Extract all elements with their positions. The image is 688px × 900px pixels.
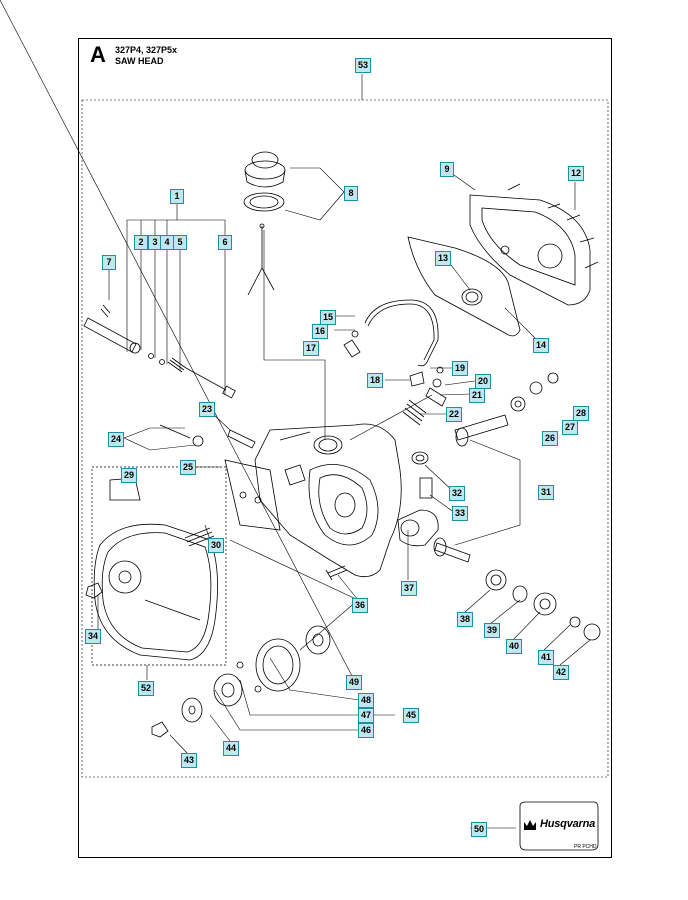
callout-9: 9	[440, 162, 454, 177]
gasket-14	[407, 236, 521, 337]
clamp-37	[397, 477, 439, 547]
bolt-36	[325, 565, 348, 581]
callout-6: 6	[218, 235, 232, 250]
logo-brand-text: Husqvarna	[540, 818, 596, 830]
callout-21: 21	[469, 388, 485, 403]
callout-26: 26	[542, 431, 558, 446]
callout-44: 44	[223, 741, 239, 756]
callout-49: 49	[346, 675, 362, 690]
callout-12: 12	[568, 166, 584, 181]
pulley-parts	[151, 625, 331, 738]
callout-40: 40	[506, 639, 522, 654]
callout-1: 1	[170, 189, 184, 204]
callout-41: 41	[538, 650, 554, 665]
logo-code-text: PR PCHD	[574, 844, 597, 850]
section-letter: A	[90, 42, 106, 67]
callout-53: 53	[355, 58, 371, 73]
models-label: 327P4, 327P5x	[115, 45, 178, 55]
callout-39: 39	[484, 623, 500, 638]
callout-29: 29	[121, 468, 137, 483]
callout-52: 52	[138, 681, 154, 696]
oil-hose	[343, 299, 439, 367]
callout-48: 48	[358, 693, 374, 708]
callout-7: 7	[102, 255, 116, 270]
callout-46: 46	[358, 723, 374, 738]
callout-15: 15	[320, 310, 336, 325]
callout-28: 28	[573, 406, 589, 421]
callout-43: 43	[181, 753, 197, 768]
drive-shaft-31	[411, 414, 509, 563]
filler-cap-8	[243, 151, 286, 296]
callout-4: 4	[160, 235, 174, 250]
blade-guard-box-52	[91, 466, 227, 666]
bearings-lower	[485, 569, 601, 641]
callout-36: 36	[352, 598, 368, 613]
callout-38: 38	[457, 612, 473, 627]
callout-32: 32	[449, 486, 465, 501]
callout-47: 47	[358, 708, 374, 723]
callout-24: 24	[108, 432, 124, 447]
callout-14: 14	[533, 338, 549, 353]
callout-8: 8	[344, 186, 358, 201]
callout-13: 13	[435, 251, 451, 266]
kit-boundary-53	[81, 99, 609, 778]
callout-17: 17	[303, 341, 319, 356]
outer-frame	[78, 38, 612, 858]
callout-27: 27	[562, 420, 578, 435]
callout-23: 23	[199, 402, 215, 417]
callout-33: 33	[452, 506, 468, 521]
saw-head-housing	[254, 423, 402, 578]
callout-20: 20	[475, 374, 491, 389]
diagram-title: SAW HEAD	[115, 56, 164, 66]
callout-31: 31	[538, 485, 554, 500]
callout-18: 18	[367, 373, 383, 388]
blade-guard	[85, 477, 218, 661]
bracket-25	[159, 424, 281, 531]
callout-34: 34	[85, 629, 101, 644]
callout-25: 25	[180, 460, 196, 475]
husqvarna-crown-icon	[524, 820, 536, 830]
callout-16: 16	[312, 324, 328, 339]
callout-45: 45	[403, 708, 419, 723]
fittings	[402, 366, 447, 426]
logo-decal	[519, 801, 599, 851]
callout-2: 2	[134, 235, 148, 250]
screw-30	[184, 527, 215, 547]
leader-lines	[0, 0, 591, 829]
callout-30: 30	[208, 538, 224, 553]
callout-37: 37	[401, 581, 417, 596]
callout-22: 22	[446, 407, 462, 422]
bearings-upper	[510, 372, 559, 412]
pin-assembly-1	[83, 304, 236, 399]
callout-42: 42	[553, 665, 569, 680]
callout-5: 5	[173, 235, 187, 250]
callout-50: 50	[471, 822, 487, 837]
clutch-cover-9	[469, 183, 599, 306]
callout-19: 19	[452, 361, 468, 376]
